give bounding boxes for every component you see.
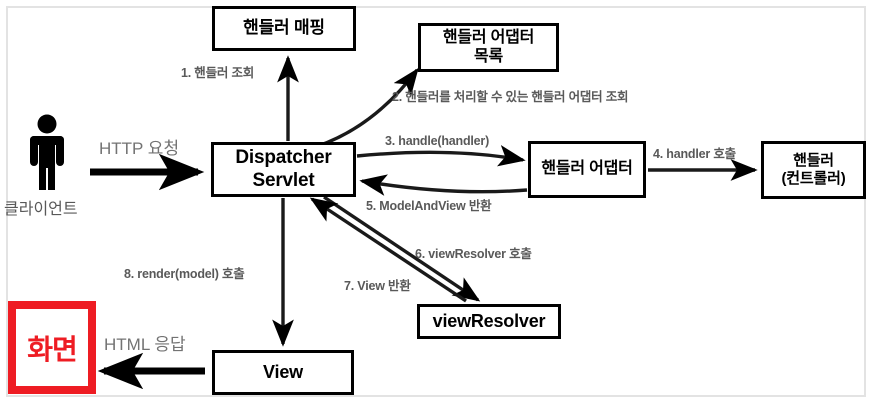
node-handler-controller[interactable]: 핸들러 (컨트롤러) [761, 141, 866, 199]
edge-label-step-5: 5. ModelAndView 반환 [366, 199, 492, 213]
person-icon [30, 114, 64, 190]
actor-label: 클라이언트 [4, 201, 78, 218]
arrow-step-2 [317, 67, 419, 148]
node-dispatcher-servlet[interactable]: Dispatcher Servlet [211, 142, 356, 197]
node-screen-label: 화면 [27, 333, 78, 365]
node-handler-adapter-list[interactable]: 핸들러 어댑터 목록 [418, 23, 559, 72]
node-dispatcher-servlet-label-1: Dispatcher [235, 147, 332, 169]
node-handler-mapping-label: 핸들러 매핑 [243, 18, 325, 38]
edge-label-http-request: HTTP 요청 [99, 139, 180, 158]
arrow-step-7 [309, 197, 467, 303]
edge-label-step-6: 6. viewResolver 호출 [415, 247, 532, 261]
node-handler-controller-label-2: (컨트롤러) [781, 170, 846, 187]
node-handler-controller-label-1: 핸들러 [793, 152, 834, 170]
edge-label-step-1: 1. 핸들러 조회 [181, 66, 255, 80]
node-handler-mapping[interactable]: 핸들러 매핑 [212, 6, 356, 51]
node-view-resolver[interactable]: viewResolver [417, 304, 561, 339]
edge-label-step-7: 7. View 반환 [344, 279, 411, 293]
node-view[interactable]: View [212, 350, 354, 395]
node-handler-adapter[interactable]: 핸들러 어댑터 [528, 141, 646, 198]
node-view-resolver-label: viewResolver [432, 310, 546, 331]
edge-label-step-8: 8. render(model) 호출 [124, 267, 245, 281]
node-handler-adapter-label: 핸들러 어댑터 [541, 160, 633, 178]
node-dispatcher-servlet-label-2: Servlet [252, 169, 315, 191]
node-handler-adapter-list-label-1: 핸들러 어댑터 [442, 28, 535, 46]
edge-label-step-3: 3. handle(handler) [385, 134, 490, 148]
node-view-label: View [263, 361, 303, 382]
node-handler-adapter-list-label-2: 목록 [473, 47, 504, 65]
edge-label-step-2: 2. 핸들러를 처리할 수 있는 핸들러 어댑터 조회 [392, 90, 629, 104]
arrow-step-5 [359, 174, 528, 196]
node-screen[interactable]: 화면 [8, 301, 96, 394]
arrow-step-6 [323, 195, 481, 302]
edge-label-html-response: HTML 응답 [104, 335, 186, 354]
arrow-step-3 [356, 145, 526, 167]
edge-label-step-4: 4. handler 호출 [653, 147, 736, 161]
